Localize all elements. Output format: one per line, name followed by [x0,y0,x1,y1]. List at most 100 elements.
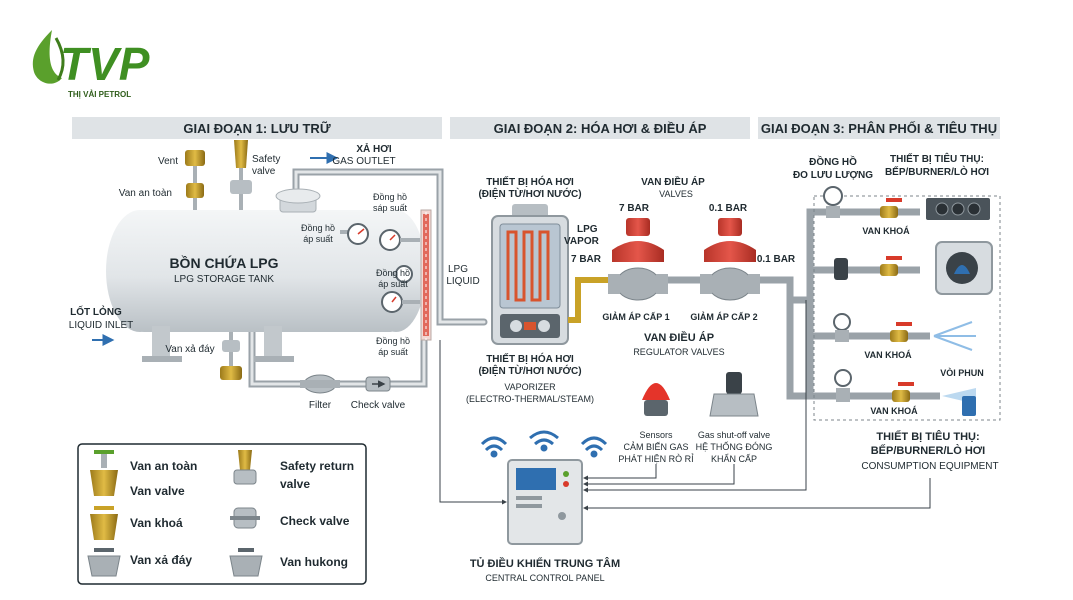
burner-icon [935,241,993,295]
equipment-bottom-label: THIẾT BỊ TIÊU THỤ: [876,430,979,443]
lpg-vapor-sub: VAPOR [564,236,600,247]
regulator-valve-2 [700,218,760,301]
bar-7-b-label: 7 BAR [571,254,602,265]
legend-label-4: Safety return [280,459,354,473]
legend-label-7: Van hukong [280,555,348,569]
equipment-top-label: THIẾT BỊ TIÊU THỤ: [890,152,984,165]
safety-valve [230,140,252,210]
lock-valve-2 [880,256,902,276]
regulator-top-label: VAN ĐIỀU ÁP [641,175,705,188]
equipment-bottom-en: CONSUMPTION EQUIPMENT [861,461,998,472]
vaporizer-top-label: THIẾT BỊ HÓA HƠI [486,175,574,188]
flow-meter-label: ĐỒNG HỒ [809,155,857,168]
pressure-gauge-right-3 [381,291,420,313]
bar-7-a-label: 7 BAR [619,203,650,214]
shutoff-sub-2: KHẨN CẤP [711,453,757,464]
regulator-bottom-sub: REGULATOR VALVES [633,347,724,357]
legend-label-6: Check valve [280,514,350,528]
control-panel-label: TỦ ĐIỀU KHIỂN TRUNG TÂM [470,557,620,570]
van-an-toan-label: Van an toàn [119,188,172,199]
liquid-inlet-sub: LIQUID INLET [69,320,133,331]
wifi-icon-2 [529,430,559,452]
legend-label-1: Van valve [130,484,185,498]
sensors-sub-1: CẢM BIẾN GAS [623,441,688,452]
equipment-top-sub: BẾP/BURNER/LÒ HƠI [885,165,989,178]
leaf-icon [32,30,62,84]
stage-3-title: GIAI ĐOẠN 3: PHÂN PHỐI & TIÊU THỤ [761,121,997,136]
legend-label-0: Van an toàn [130,459,197,473]
sensors-sub-2: PHÁT HIỆN RÒ RỈ [618,453,694,464]
van-khoa-label-3: VAN KHOÁ [870,406,918,416]
legend-label-3: Van xả đáy [130,553,192,567]
pipe-vapor [568,277,612,323]
check-valve-label: Check valve [351,400,406,411]
legend-label-2: Van khoá [130,516,183,530]
pressure-gauge-right-2 [392,265,413,283]
gauge-top-label-1: Đồng hồ [301,223,335,233]
shutoff-sub-1: HỆ THỐNG ĐÓNG [696,441,773,452]
lock-valve-1 [880,198,902,218]
safety-return-valve-icon [233,450,257,485]
gauge-top-label-2: áp suất [303,234,333,244]
regulator-bottom-label: VAN ĐIỀU ÁP [644,331,714,344]
drain-valve-icon [87,548,121,577]
vaporizer-bottom-sub: (ĐIỆN TỪ/HƠI NƯỚC) [478,364,581,377]
vent-valve [185,150,205,210]
stage-1-header [72,117,442,139]
wifi-icon-1 [480,436,508,458]
safety-valve-label-2: valve [252,166,276,177]
stove-icon [926,198,990,220]
legend-label-5: valve [280,477,310,491]
stage-1-title: GIAI ĐOẠN 1: LƯU TRỮ [183,121,330,136]
lpg-liquid-sub: LIQUID [446,276,479,287]
gauge-sap-suat-label-2: sáp suất [373,203,408,213]
regulator-valve-1 [608,218,668,301]
lock-valve-4 [892,382,914,402]
wifi-icon-3 [580,436,608,458]
gauge-mid-text-1: Đồng hồ [376,268,410,278]
safety-valve-label: Safety [252,154,280,165]
gas-sensor-icon [642,383,670,416]
flow-meter-sub: ĐO LƯU LƯỢNG [793,170,873,181]
flow-meter-gauge-2 [834,258,848,280]
company-logo: TVP THỊ VẢI PETROL [32,30,150,99]
regulator-stage-1-label: GIẢM ÁP CẤP 1 [602,311,669,322]
bar-01-a-label: 0.1 BAR [709,203,748,214]
pressure-gauge-right-1 [379,229,420,251]
gas-outlet-sub: GAS OUTLET [332,156,395,167]
nozzle-icon [933,321,976,351]
distribution-pipes [806,208,940,400]
gas-outlet-label: XẢ HƠI [356,142,391,155]
drain-valve [220,332,242,380]
gauge-bottom-label-1: Đồng hồ [376,336,410,346]
vaporizer [491,204,569,345]
vaporizer-bottom-en-2: (ELECTRO-THERMAL/STEAM) [466,394,594,404]
bar-01-b-label: 0.1 BAR [757,254,796,265]
legend [77,443,367,585]
van-khoa-label-2: VAN KHOÁ [864,350,912,360]
lpg-liquid-label: LPG [448,264,468,275]
van-khoa-label-1: VAN KHOÁ [862,226,910,236]
equipment-bottom-sub: BẾP/BURNER/LÒ HƠI [871,444,986,457]
gauge-bottom-label-2: áp suất [378,347,408,357]
filter [300,374,340,394]
lock-valve-icon [90,506,118,540]
filter-label: Filter [309,400,332,411]
gauge-sap-suat-label-1: Đồng hồ [373,192,407,202]
stage-3-header [758,117,1000,139]
regulator-stage-2-label: GIẢM ÁP CẤP 2 [690,311,757,322]
logo-brand: THỊ VẢI PETROL [68,90,131,99]
flow-meter-gauge-4 [834,369,852,402]
stage-2-title: GIAI ĐOẠN 2: HÓA HƠI & ĐIỀU ÁP [494,121,707,136]
shutoff-label: Gas shut-off valve [698,430,770,440]
logo-mark: TVP [60,38,150,90]
vaporizer-top-sub: (ĐIỆN TỪ/HƠI NƯỚC) [478,187,581,200]
vaporizer-bottom-label: THIẾT BỊ HÓA HƠI [486,352,574,365]
tank-title: BỒN CHỨA LPG [169,254,278,271]
lpg-vapor-label: LPG [577,224,598,235]
check-valve-icon [230,507,260,529]
signal-lines [439,300,931,511]
safety-valve-icon [90,450,118,496]
lpg-storage-tank [106,188,426,362]
